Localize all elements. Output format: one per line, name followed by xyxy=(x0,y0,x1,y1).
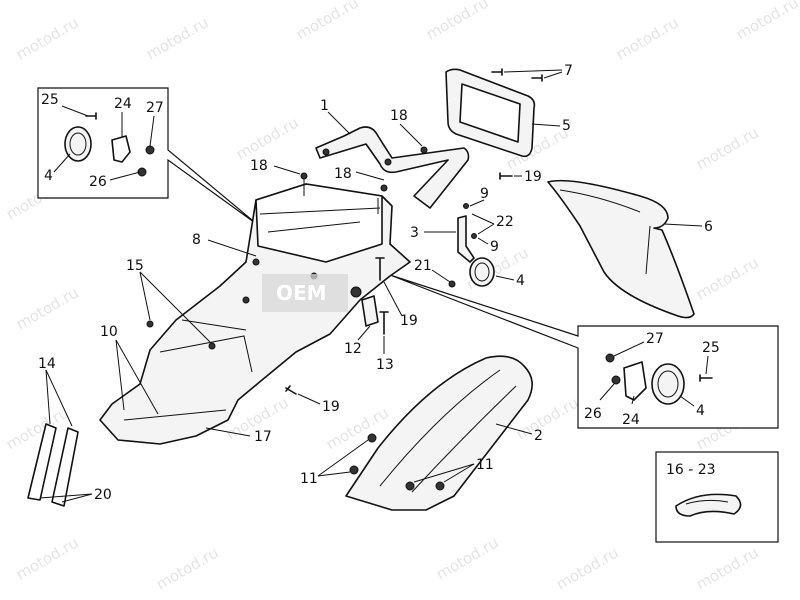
watermark-text: motod.ru xyxy=(613,13,682,63)
screw-19a xyxy=(499,172,513,180)
callout-9a: 9 xyxy=(480,186,489,202)
callout-4-right: 4 xyxy=(696,403,705,419)
screw-18b xyxy=(384,158,392,166)
callout-16-23: 16 - 23 xyxy=(666,462,716,478)
inset-clip-16-23: 16 - 23 xyxy=(655,451,779,543)
watermark-text: motod.ru xyxy=(13,13,82,63)
screw-25-right xyxy=(699,374,713,382)
nut-27-right xyxy=(605,353,615,363)
inset-left-reflector: 25 24 27 4 26 xyxy=(37,87,259,226)
callout-26-right: 26 xyxy=(584,406,602,422)
watermark-text: motod.ru xyxy=(3,403,72,453)
hose-a xyxy=(27,423,57,501)
reflector-4-center xyxy=(469,257,495,287)
license-plate-holder-5: 5 7 xyxy=(445,63,573,158)
screw-7b xyxy=(531,74,543,82)
undertray-8: 8 18 15 10 17 19 xyxy=(99,158,411,445)
watermark-text: motod.ru xyxy=(293,0,362,43)
callout-10: 10 xyxy=(100,324,118,340)
callout-27: 27 xyxy=(146,100,164,116)
center-logo: OEM xyxy=(262,274,348,312)
screw-18c xyxy=(300,172,308,180)
callout-5: 5 xyxy=(562,118,571,134)
callout-21: 21 xyxy=(414,258,432,274)
bushing-12 xyxy=(361,295,379,327)
side-cover-6-body xyxy=(547,179,695,319)
callout-18c: 18 xyxy=(250,158,268,174)
callout-19c: 19 xyxy=(322,399,340,415)
callout-14: 14 xyxy=(38,356,56,372)
callout-25: 25 xyxy=(41,92,59,108)
logo-text: OEM xyxy=(276,281,327,305)
callout-9b: 9 xyxy=(490,239,499,255)
reflector-4-right xyxy=(651,363,685,405)
callout-26: 26 xyxy=(89,174,107,190)
callout-4: 4 xyxy=(44,168,53,184)
callout-4b: 4 xyxy=(516,273,525,289)
drain-hoses-14-20: 14 20 xyxy=(27,356,112,507)
reflector-4 xyxy=(64,126,92,162)
bracket-3-body xyxy=(457,215,475,263)
fasteners-12-13: 12 13 19 xyxy=(344,257,418,373)
rear-mudguard-2: 2 11 11 xyxy=(300,355,543,511)
clip-16-23 xyxy=(675,493,742,517)
callout-18a: 18 xyxy=(390,108,408,124)
screw-18a xyxy=(420,146,428,154)
nut-26 xyxy=(137,167,147,177)
callout-25-right: 25 xyxy=(702,340,720,356)
callout-8: 8 xyxy=(192,232,201,248)
callout-12: 12 xyxy=(344,341,362,357)
screw-7a xyxy=(491,68,503,76)
callout-3: 3 xyxy=(410,225,419,241)
screw-19c xyxy=(285,385,297,395)
bolt-13 xyxy=(379,311,389,335)
callout-13: 13 xyxy=(376,357,394,373)
callout-27-right: 27 xyxy=(646,331,664,347)
callout-11b: 11 xyxy=(476,457,494,473)
bracket-1: 1 18 18 19 xyxy=(315,98,542,209)
callout-24-right: 24 xyxy=(622,412,640,428)
screw-19b xyxy=(375,257,385,281)
nut-27 xyxy=(145,145,155,155)
callout-19b: 19 xyxy=(400,313,418,329)
watermark-text: motod.ru xyxy=(233,113,302,163)
callout-6: 6 xyxy=(704,219,713,235)
bracket-24-right xyxy=(623,361,647,401)
bracket-3: 4 3 9 22 9 21 xyxy=(410,186,525,289)
watermark-text: motod.ru xyxy=(693,253,762,303)
callout-17: 17 xyxy=(254,429,272,445)
hose-b xyxy=(51,427,79,507)
callout-24: 24 xyxy=(114,96,132,112)
callout-20: 20 xyxy=(94,487,112,503)
callout-15: 15 xyxy=(126,258,144,274)
callout-18b: 18 xyxy=(334,166,352,182)
callout-7: 7 xyxy=(564,63,573,79)
callout-2: 2 xyxy=(534,428,543,444)
callout-1: 1 xyxy=(320,98,329,114)
watermark-text: motod.ru xyxy=(13,283,82,333)
watermark-text: motod.ru xyxy=(733,0,800,43)
watermark-text: motod.ru xyxy=(143,13,212,63)
reflector-4-inner xyxy=(69,132,87,156)
watermark-text: motod.ru xyxy=(423,0,492,43)
watermark-text: motod.ru xyxy=(433,533,502,583)
undertray-top-box xyxy=(255,183,383,263)
watermark-text: motod.ru xyxy=(693,123,762,173)
watermark-text: motod.ru xyxy=(13,533,82,583)
watermark-text: motod.ru xyxy=(693,543,762,593)
plate-frame-inner xyxy=(459,83,521,143)
inset-right-reflector: 27 25 26 24 4 xyxy=(389,274,779,429)
side-cover-6: 6 xyxy=(547,179,713,319)
bracket-1-body xyxy=(315,126,470,209)
inset-left-frame xyxy=(37,87,259,226)
bracket-24 xyxy=(111,135,131,163)
callout-19a: 19 xyxy=(524,169,542,185)
callout-22: 22 xyxy=(496,214,514,230)
callout-11a: 11 xyxy=(300,471,318,487)
watermark-text: motod.ru xyxy=(553,543,622,593)
nut-26-right xyxy=(611,375,621,385)
watermark-text: motod.ru xyxy=(153,543,222,593)
